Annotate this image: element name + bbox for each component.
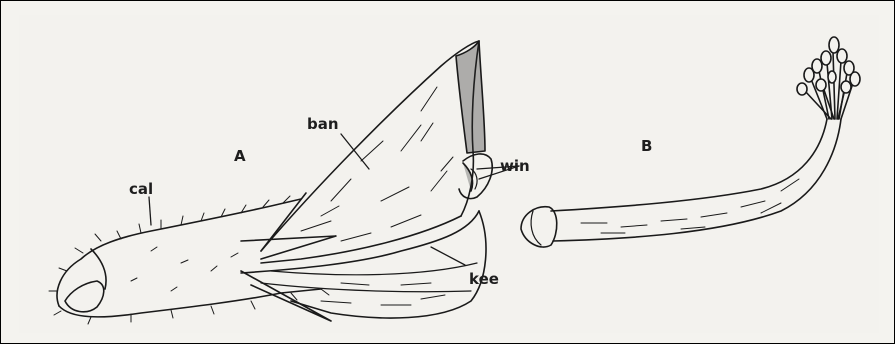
- banner-petal-drawing: [261, 41, 485, 263]
- keel-petal-drawing: [241, 211, 486, 318]
- wing-label: win: [500, 157, 530, 175]
- calyx-drawing: [49, 193, 336, 324]
- calyx-label: cal: [129, 180, 153, 198]
- banner-label: ban: [307, 115, 339, 133]
- panel-label-b: B: [641, 137, 652, 155]
- label-leaders: [149, 134, 519, 265]
- keel-label: kee: [469, 270, 499, 288]
- stamen-column-drawing: [521, 37, 860, 247]
- panel-label-a: A: [234, 147, 246, 165]
